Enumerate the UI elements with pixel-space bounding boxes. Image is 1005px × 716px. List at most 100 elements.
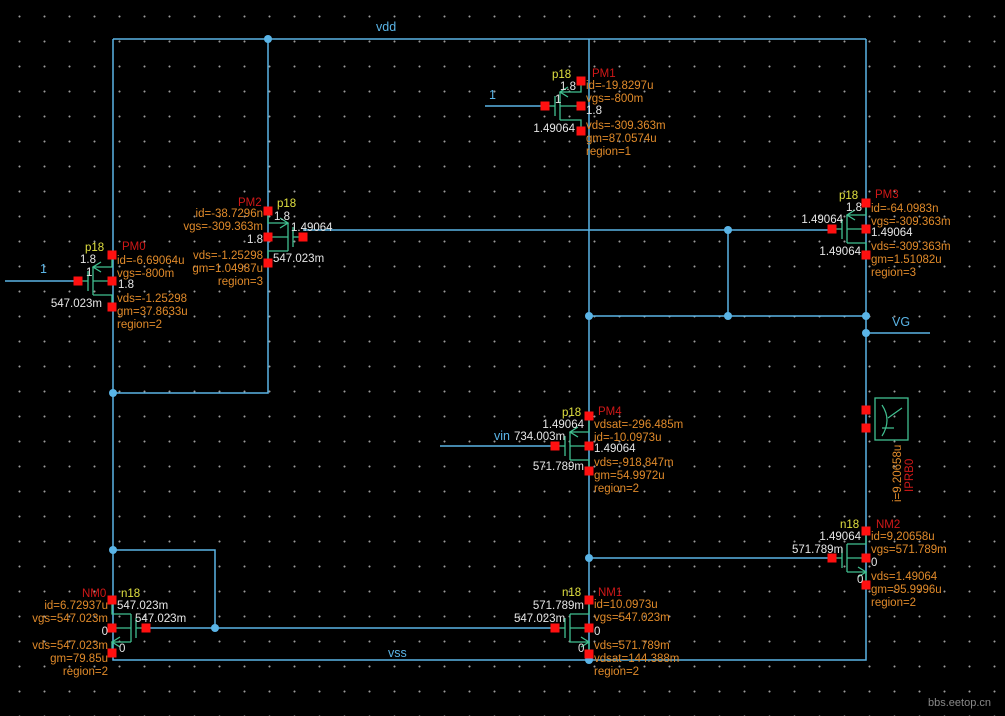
source-voltage: 0 [578, 643, 585, 655]
junction-dot [862, 312, 870, 320]
net-label-pm0-input: 1 [40, 262, 47, 276]
body-voltage: 0 [871, 557, 878, 569]
pin[interactable] [584, 466, 594, 476]
pin[interactable] [861, 580, 871, 590]
device-param: vds=547.023m [32, 640, 108, 652]
source-voltage: 547.023m [273, 253, 325, 265]
body-voltage: 1.8 [586, 105, 602, 117]
source-voltage: 0 [119, 643, 126, 655]
mos-symbol-line [570, 600, 590, 615]
pin[interactable] [107, 276, 117, 286]
pin[interactable] [861, 250, 871, 260]
device-type: p18 [839, 190, 859, 202]
pin[interactable] [73, 276, 83, 286]
body-voltage: 0 [101, 626, 108, 638]
device-param: region=2 [62, 666, 108, 678]
device-param: vdsat=144.388m [594, 653, 680, 665]
mos-symbol-line [570, 416, 590, 433]
pin[interactable] [576, 76, 586, 86]
drain-voltage: 1.49064 [819, 531, 861, 543]
device-param: region=1 [586, 146, 632, 158]
net-label-pm1-input: 1 [489, 88, 496, 102]
pin[interactable] [107, 623, 117, 633]
device-type: n18 [840, 519, 860, 531]
gate-voltage: 1 [86, 267, 93, 279]
device-type: p18 [85, 242, 105, 254]
pin[interactable] [584, 411, 594, 421]
device-name: PM1 [592, 68, 616, 80]
device-param: gm=1.51082u [871, 254, 942, 266]
device-name: PM0 [122, 241, 146, 253]
junction-dot [724, 312, 732, 320]
mos-symbol-line [568, 426, 579, 438]
device-param: vgs=-309.363m [183, 221, 263, 233]
pin[interactable] [107, 250, 117, 260]
device-name: PM3 [875, 189, 899, 201]
pin[interactable] [263, 206, 273, 216]
junction-dot [264, 35, 272, 43]
pin[interactable] [584, 649, 594, 659]
net-label-vdd: vdd [376, 20, 397, 34]
wire [112, 39, 867, 661]
pin[interactable] [827, 224, 837, 234]
pin[interactable] [584, 623, 594, 633]
device-name: NM1 [598, 587, 623, 599]
pin[interactable] [861, 423, 871, 433]
net-label-vg: VG [892, 315, 911, 329]
device-param: vgs=-800m [586, 93, 644, 105]
pin[interactable] [861, 553, 871, 563]
gate-voltage: 1 [555, 94, 562, 106]
device-param: region=2 [594, 666, 640, 678]
junction-dot [109, 546, 117, 554]
device-param: gm=79.85u [50, 653, 108, 665]
mos-symbol-line [857, 566, 868, 578]
pin[interactable] [861, 224, 871, 234]
pin[interactable] [141, 623, 151, 633]
device-param: vds=-918.847m [594, 457, 674, 469]
pin[interactable] [861, 405, 871, 415]
mos-symbol-line [558, 86, 569, 98]
device-param: vgs=-800m [117, 268, 175, 280]
pin[interactable] [576, 101, 586, 111]
pin[interactable] [540, 101, 550, 111]
pin[interactable] [107, 302, 117, 312]
pin[interactable] [576, 126, 586, 136]
ammeter-icon [874, 397, 909, 441]
body-voltage: 1.49064 [594, 443, 636, 455]
probe-name: IPRB0 [904, 458, 916, 492]
gate-voltage: 571.789m [792, 544, 844, 556]
watermark: bbs.eetop.cn [928, 697, 991, 709]
pin[interactable] [584, 441, 594, 451]
pin[interactable] [298, 232, 308, 242]
drain-voltage: 547.023m [117, 600, 169, 612]
junction-dot [585, 554, 593, 562]
body-voltage: 1.8 [118, 279, 134, 291]
pin[interactable] [861, 526, 871, 536]
pin[interactable] [550, 441, 560, 451]
device-param: region=2 [117, 319, 163, 331]
pin[interactable] [861, 198, 871, 208]
pin[interactable] [263, 258, 273, 268]
source-voltage: 571.789m [532, 461, 584, 473]
device-param: gm=95.9996u [871, 584, 942, 596]
pin[interactable] [263, 232, 273, 242]
device-param: id=-19.8297u [586, 80, 654, 92]
device-param: gm=87.0574u [586, 133, 657, 145]
pin[interactable] [107, 648, 117, 658]
body-voltage: 1.49064 [871, 227, 913, 239]
junction-dot [862, 329, 870, 337]
device-param: vgs=547.023m [594, 612, 670, 624]
net-label-vss: vss [388, 646, 407, 660]
device-param: vds=-309.363m [871, 241, 951, 253]
pin[interactable] [827, 553, 837, 563]
pin[interactable] [584, 595, 594, 605]
mos-symbol-line [110, 636, 121, 648]
device-param: gm=37.8633u [117, 306, 188, 318]
mos-symbol-line [845, 209, 856, 221]
junction-dot [109, 389, 117, 397]
mos-symbol-line [111, 600, 131, 615]
device-param: region=2 [594, 483, 640, 495]
pin[interactable] [107, 595, 117, 605]
pin[interactable] [550, 623, 560, 633]
